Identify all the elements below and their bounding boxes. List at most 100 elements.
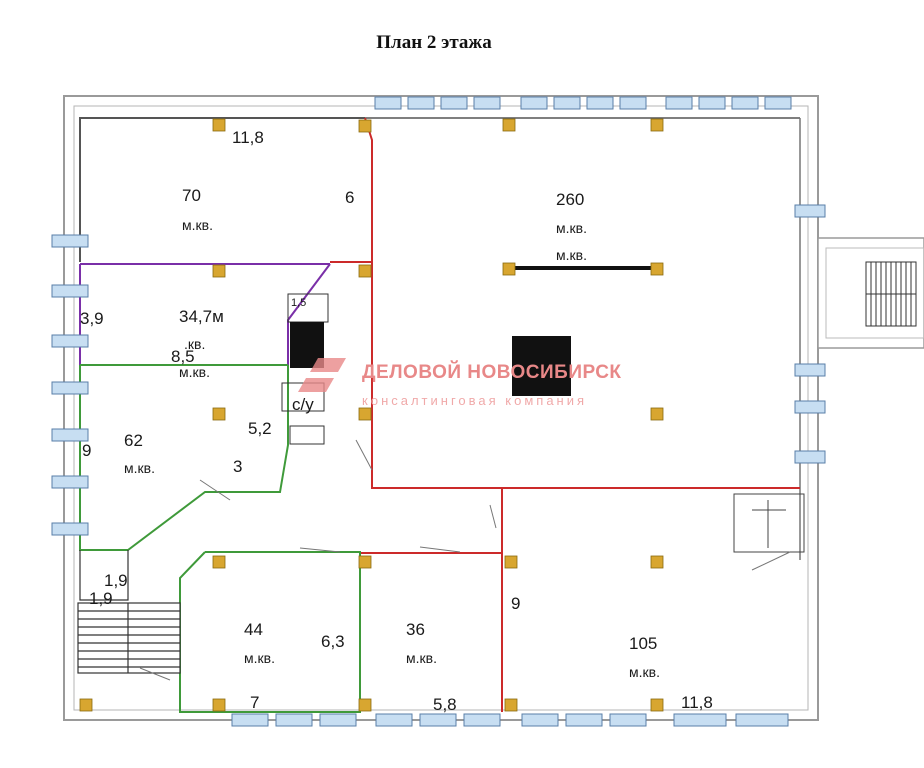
room-area: 62: [124, 431, 143, 450]
column: [358, 264, 372, 278]
window: [440, 96, 468, 110]
window: [565, 713, 603, 727]
door-marks: [139, 439, 791, 681]
column: [358, 119, 372, 133]
column: [502, 118, 516, 132]
room-area: 105: [629, 634, 657, 653]
window: [374, 96, 402, 110]
room-unit: м.кв.: [629, 664, 660, 680]
dimension: 3,9: [80, 309, 104, 328]
window: [609, 713, 647, 727]
room-area: 36: [406, 620, 425, 639]
dimension: 3: [233, 457, 242, 476]
window: [521, 713, 559, 727]
column: [650, 262, 664, 276]
room-area: 34,7м: [179, 307, 224, 326]
column: [650, 698, 664, 712]
column: [650, 118, 664, 132]
dimension: 5,2: [248, 419, 272, 438]
dimension: 11,8: [232, 128, 264, 147]
room-area: 8,5: [171, 347, 195, 366]
window: [51, 334, 89, 348]
room-unit: .кв.: [184, 336, 205, 352]
plan-title: План 2 этажа: [376, 32, 492, 53]
room-area: 1,5: [291, 297, 306, 309]
room-unit: м.кв.: [406, 650, 437, 666]
window: [520, 96, 548, 110]
column: [358, 698, 372, 712]
column: [212, 264, 226, 278]
dimension: 7: [250, 693, 259, 712]
room-unit: м.кв.: [244, 650, 275, 666]
column: [504, 698, 518, 712]
window: [764, 96, 792, 110]
window: [731, 96, 759, 110]
right-annex: [817, 237, 924, 349]
column: [650, 555, 664, 569]
window: [51, 475, 89, 489]
dimension: 1,9: [104, 571, 128, 590]
window: [553, 96, 581, 110]
dimension: 11,8: [681, 693, 713, 712]
inner-wall-topleft: [79, 117, 365, 262]
column: [212, 118, 226, 132]
room-unit: м.кв.: [124, 460, 155, 476]
stair-block: [77, 550, 181, 674]
window: [665, 96, 693, 110]
window: [375, 713, 413, 727]
column: [358, 407, 372, 421]
dimension: 5,8: [433, 695, 457, 714]
window: [51, 234, 89, 248]
window: [735, 713, 789, 727]
column: [502, 262, 516, 276]
watermark-logo: [310, 358, 346, 372]
column: [504, 555, 518, 569]
window: [473, 96, 501, 110]
window: [794, 400, 826, 414]
window: [794, 204, 826, 218]
watermark: ДЕЛОВОЙ НОВОСИБИРСК консалтинговая компа…: [298, 358, 622, 408]
room-unit: м.кв.: [179, 364, 210, 380]
room-area: 70: [182, 186, 201, 205]
window: [407, 96, 435, 110]
room-labels: 70 м.кв. 260 м.кв. м.кв. 34,7м .кв. 8,5 …: [124, 186, 660, 680]
window: [51, 381, 89, 395]
lift-box: [733, 493, 805, 553]
dimension-labels: 11,8 6 3,9 9 5,2 3 1,9 1,9 6,3 7 5,8 9 1…: [80, 128, 713, 714]
dimension: 9: [511, 594, 520, 613]
window: [794, 450, 826, 464]
window: [463, 713, 501, 727]
room-area: 44: [244, 620, 263, 639]
dimension: 6,3: [321, 632, 345, 651]
window: [51, 284, 89, 298]
column: [212, 698, 226, 712]
column: [212, 407, 226, 421]
window: [673, 713, 727, 727]
columns: [79, 118, 664, 712]
shaft-large: [512, 336, 571, 396]
window: [51, 522, 89, 536]
column: [650, 407, 664, 421]
room-unit: м.кв.: [556, 220, 587, 236]
watermark-tagline: консалтинговая компания: [362, 393, 587, 408]
column: [79, 698, 93, 712]
room-unit: м.кв.: [182, 217, 213, 233]
window: [319, 713, 357, 727]
dimension: 6: [345, 188, 354, 207]
window: [231, 713, 269, 727]
room-area: 260: [556, 190, 584, 209]
window: [51, 428, 89, 442]
window: [794, 363, 826, 377]
column: [212, 555, 226, 569]
window: [586, 96, 614, 110]
dimension: 9: [82, 441, 91, 460]
window: [275, 713, 313, 727]
window: [619, 96, 647, 110]
window: [419, 713, 457, 727]
room-unit: м.кв.: [556, 247, 587, 263]
column: [358, 555, 372, 569]
window: [698, 96, 726, 110]
watermark-name: ДЕЛОВОЙ НОВОСИБИРСК: [362, 361, 622, 383]
windows: [51, 96, 826, 727]
